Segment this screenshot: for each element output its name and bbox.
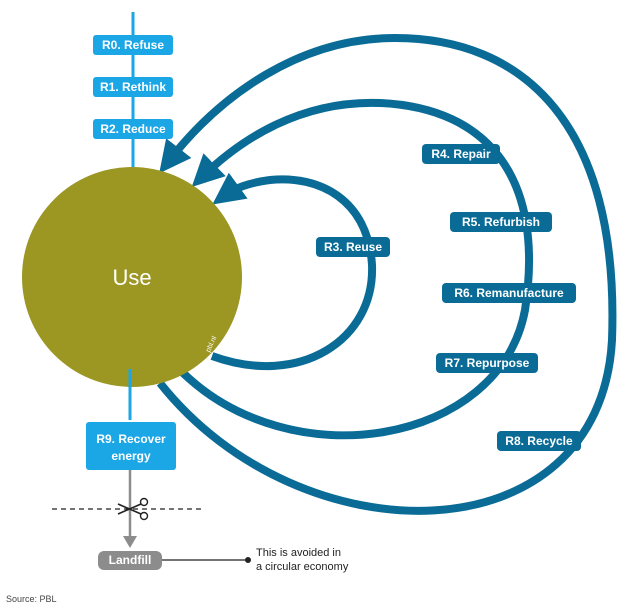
loop-r7-label: R7. Repurpose [445,356,530,370]
step-r2-label: R2. Reduce [100,122,166,136]
note-leader-dot [245,557,251,563]
note-line2: a circular economy [256,561,349,573]
landfill: Landfill [98,551,162,570]
landfill-arrowhead [123,536,137,548]
step-r9-label-line2: energy [111,449,151,463]
loop-r4-label: R4. Repair [431,147,491,161]
step-r0-refuse: R0. Refuse [93,35,173,55]
loop-r8-recycle: R8. Recycle [497,431,581,451]
loop-r5-refurbish: R5. Refurbish [450,212,552,232]
loop-r4-repair: R4. Repair [422,144,500,164]
loop-r3-label: R3. Reuse [324,240,382,254]
note-line1: This is avoided in [256,547,341,559]
loop-r7-repurpose: R7. Repurpose [436,353,538,373]
step-r2-reduce: R2. Reduce [93,119,173,139]
loop-r6-label: R6. Remanufacture [454,286,564,300]
step-r0-label: R0. Refuse [102,38,164,52]
landfill-label: Landfill [109,553,152,567]
loop-r5-label: R5. Refurbish [462,215,540,229]
loop-r6-remanufacture: R6. Remanufacture [442,283,576,303]
use-circle [22,167,242,387]
step-r1-rethink: R1. Rethink [93,77,173,97]
loop-r8-label: R8. Recycle [505,434,573,448]
step-r9-label-line1: R9. Recover [96,432,166,446]
source-text: Source: PBL [6,594,57,604]
use-label: Use [112,265,151,290]
loop-r3-reuse: R3. Reuse [316,237,390,257]
step-r9-recover-energy: R9. Recover energy [86,422,176,470]
step-r1-label: R1. Rethink [100,80,166,94]
loop-r3-reuse-path [210,172,377,370]
scissors-icon [117,497,149,521]
loop-r8-recycle-path [156,33,617,515]
